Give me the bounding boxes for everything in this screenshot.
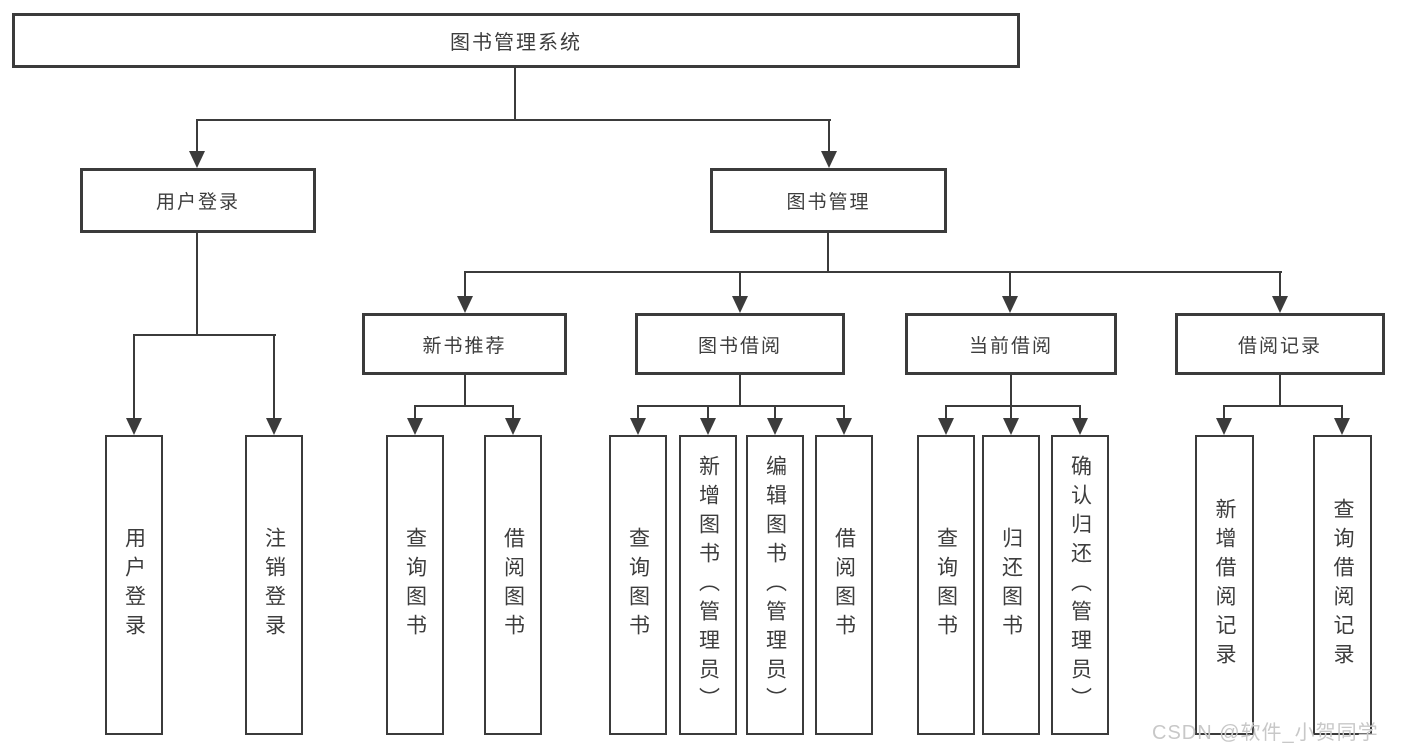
leaf-label: 借阅图书 [501,527,525,643]
connector [945,405,1081,407]
connector [196,119,198,155]
arrowhead-icon [1002,296,1018,313]
leaf-query-books: 查询图书 [609,435,667,735]
leaf-label: 编辑图书（管理员） [763,454,787,716]
leaf-label: 查询图书 [403,527,427,643]
leaf-add-borrow-record: 新增借阅记录 [1195,435,1254,735]
arrowhead-icon [1272,296,1288,313]
connector [827,233,829,272]
connector [843,405,845,421]
leaf-confirm-return-admin: 确认归还（管理员） [1051,435,1109,735]
arrowhead-icon [1216,418,1232,435]
connector [414,405,416,421]
connector [1223,405,1343,407]
connector [464,271,466,299]
connector [512,405,514,421]
arrowhead-icon [821,151,837,168]
leaf-edit-book-admin: 编辑图书（管理员） [746,435,804,735]
leaf-logout: 注销登录 [245,435,303,735]
connector [1010,405,1012,421]
connector [464,375,466,406]
connector [945,405,947,421]
connector [464,271,1282,273]
connector [774,405,776,421]
leaf-user-login: 用户登录 [105,435,163,735]
connector [828,119,830,155]
leaf-borrow-books: 借阅图书 [815,435,873,735]
leaf-borrow-books: 借阅图书 [484,435,542,735]
arrowhead-icon [457,296,473,313]
node-library-management-system: 图书管理系统 [12,13,1020,68]
leaf-label: 确认归还（管理员） [1068,454,1092,716]
connector [1341,405,1343,421]
connector [273,334,275,421]
arrowhead-icon [732,296,748,313]
leaf-label: 新增图书（管理员） [696,454,720,716]
connector [1223,405,1225,421]
connector [1010,375,1012,406]
connector [707,405,709,421]
leaf-label: 借阅图书 [832,527,856,643]
node-new-book-recommend: 新书推荐 [362,313,567,375]
arrowhead-icon [126,418,142,435]
node-current-borrowing: 当前借阅 [905,313,1117,375]
leaf-label: 注销登录 [262,527,286,643]
arrowhead-icon [407,418,423,435]
csdn-watermark: CSDN @软件_小贺同学 [1152,722,1379,744]
leaf-label: 查询图书 [626,527,650,643]
connector [637,405,845,407]
node-user-login: 用户登录 [80,168,316,233]
arrowhead-icon [767,418,783,435]
leaf-query-books: 查询图书 [917,435,975,735]
leaf-label: 查询图书 [934,527,958,643]
connector [196,233,198,336]
leaf-query-books: 查询图书 [386,435,444,735]
connector [1279,271,1281,299]
arrowhead-icon [1072,418,1088,435]
arrowhead-icon [1334,418,1350,435]
arrowhead-icon [266,418,282,435]
node-book-management: 图书管理 [710,168,947,233]
connector [414,405,514,407]
arrowhead-icon [938,418,954,435]
arrowhead-icon [1003,418,1019,435]
arrowhead-icon [189,151,205,168]
leaf-label: 查询借阅记录 [1331,498,1354,672]
connector [133,334,276,336]
connector [196,119,831,121]
node-borrowing-records: 借阅记录 [1175,313,1385,375]
arrowhead-icon [630,418,646,435]
arrowhead-icon [836,418,852,435]
arrowhead-icon [505,418,521,435]
connector [133,334,135,421]
leaf-add-book-admin: 新增图书（管理员） [679,435,737,735]
arrowhead-icon [700,418,716,435]
connector [1079,405,1081,421]
leaf-label: 用户登录 [122,527,146,643]
connector [1009,271,1011,299]
connector [739,271,741,299]
leaf-label: 新增借阅记录 [1213,498,1236,672]
connector [514,68,516,121]
connector [739,375,741,406]
node-book-borrowing: 图书借阅 [635,313,845,375]
connector [637,405,639,421]
leaf-return-books: 归还图书 [982,435,1040,735]
connector [1279,375,1281,406]
leaf-query-borrow-record: 查询借阅记录 [1313,435,1372,735]
leaf-label: 归还图书 [999,527,1023,643]
